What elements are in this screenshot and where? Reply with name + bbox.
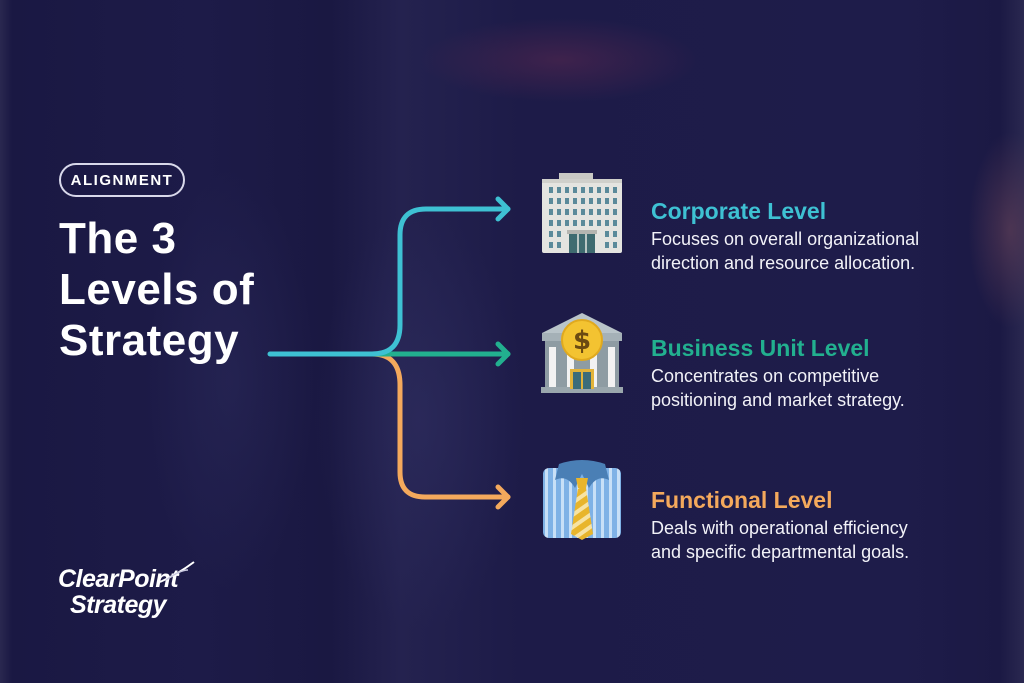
title-line-3: Strategy <box>59 316 240 365</box>
page-title: The 3 Levels of Strategy <box>59 213 254 366</box>
bank-icon: $ <box>541 313 623 393</box>
logo-swoosh-icon <box>159 561 195 583</box>
level-description: Deals with operational efficiency and sp… <box>651 518 910 562</box>
level-description: Focuses on overall organizational direct… <box>651 229 920 273</box>
svg-text:$: $ <box>573 326 591 356</box>
level-business-unit: Business Unit Level Concentrates on comp… <box>651 334 921 412</box>
category-badge: ALIGNMENT <box>59 163 185 197</box>
level-title: Business Unit Level <box>651 335 870 361</box>
category-badge-label: ALIGNMENT <box>70 171 174 189</box>
level-title: Functional Level <box>651 487 833 513</box>
level-corporate: Corporate Level Focuses on overall organ… <box>651 197 921 275</box>
logo-line-2: Strategy <box>70 591 167 619</box>
arrow-functional <box>369 351 511 500</box>
title-line-1: The 3 <box>59 214 177 263</box>
office-building-icon <box>542 173 622 253</box>
level-title: Corporate Level <box>651 198 827 224</box>
level-description: Concentrates on competitive positioning … <box>651 366 905 410</box>
level-functional: Functional Level Deals with operational … <box>651 486 921 564</box>
clearpoint-logo: ClearPoint Strategy <box>58 561 195 619</box>
arrow-corporate <box>267 206 511 357</box>
title-line-2: Levels of <box>59 265 255 314</box>
logo-line-1: ClearPoint <box>58 565 179 593</box>
shirt-and-tie-icon <box>543 460 621 540</box>
